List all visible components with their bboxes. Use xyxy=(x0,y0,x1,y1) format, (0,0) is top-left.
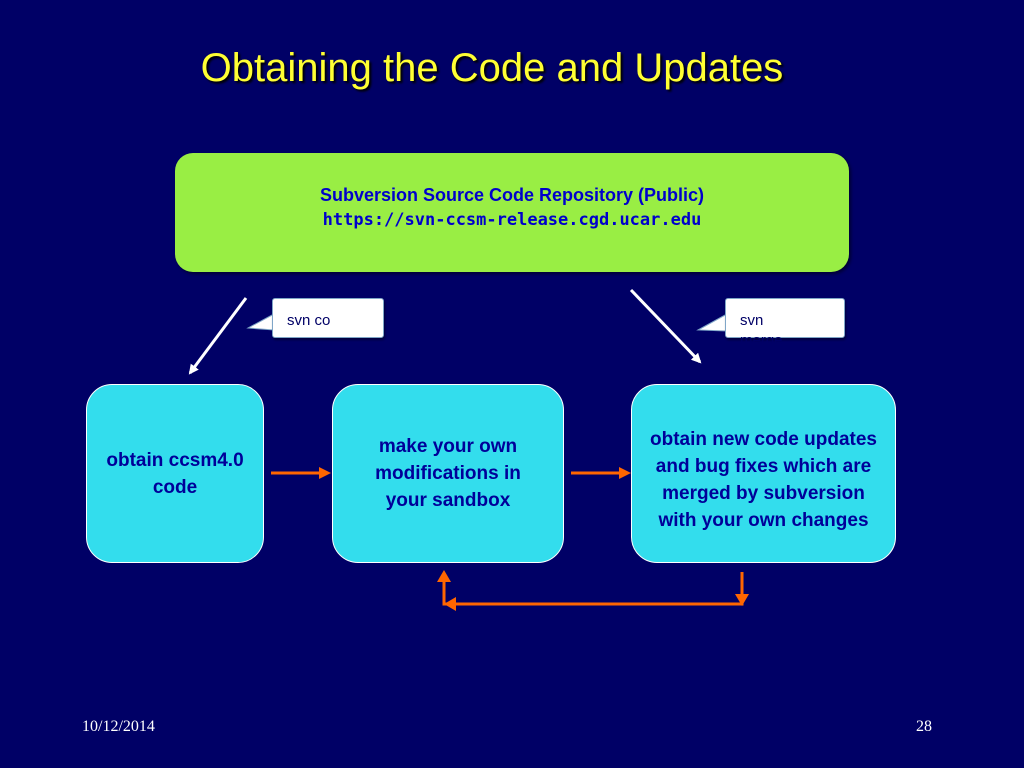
repository-title: Subversion Source Code Repository (Publi… xyxy=(319,185,705,205)
callout-merge-pointer xyxy=(696,313,728,332)
page-number: 28 xyxy=(916,718,932,735)
callout-co-pointer xyxy=(246,313,275,331)
step-make-modifications: make your own modifications in your sand… xyxy=(332,384,564,563)
loop-back-arrowhead-left xyxy=(444,597,456,611)
slide-title: Obtaining the Code and Updates xyxy=(200,46,784,90)
svn-co-callout: svn co xyxy=(272,298,384,338)
step-obtain-code-text: obtain ccsm4.0 code xyxy=(106,449,244,498)
step-obtain-updates: obtain new code updates and bug fixes wh… xyxy=(631,384,896,563)
loop-back-arrow xyxy=(442,572,744,606)
step-obtain-updates-text: obtain new code updates and bug fixes wh… xyxy=(650,428,877,531)
svn-merge-callout: svn merge xyxy=(725,298,845,349)
repository-url: https://svn-ccsm-release.cgd.ucar.edu xyxy=(322,210,702,230)
loop-back-arrowhead-top xyxy=(437,570,451,582)
svn-co-label: svn co xyxy=(287,312,331,329)
repository-box: Subversion Source Code Repository (Publi… xyxy=(175,153,849,272)
loop-back-arrowhead-down xyxy=(735,594,749,606)
footer-date: 10/12/2014 xyxy=(82,718,155,735)
step-obtain-code: obtain ccsm4.0 code xyxy=(86,384,264,563)
step-make-modifications-text: make your own modifications in your sand… xyxy=(375,436,521,511)
svn-merge-label: svn merge xyxy=(740,312,783,349)
merge-arrow xyxy=(629,288,702,364)
checkout-arrow xyxy=(188,297,248,375)
